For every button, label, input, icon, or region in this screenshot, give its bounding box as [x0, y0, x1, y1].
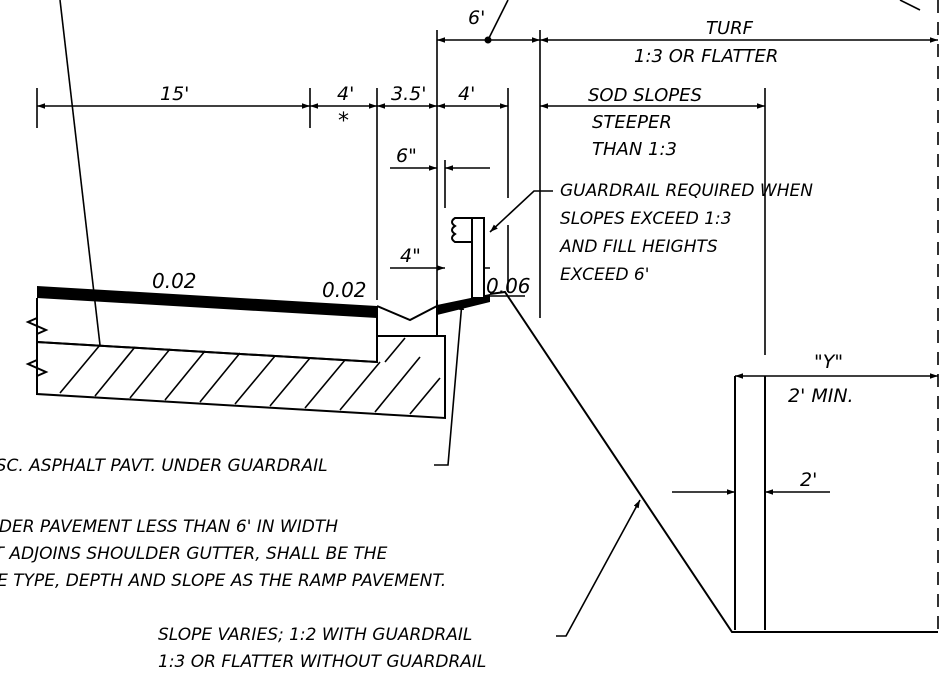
note-guardrail-2: SLOPES EXCEED 1:3 [560, 209, 732, 229]
label-y: "Y" [814, 351, 843, 373]
label-sod-1: SOD SLOPES [588, 85, 702, 106]
label-6in: 6" [396, 145, 417, 167]
label-slope-006: 0.06 [486, 274, 531, 298]
dimension-labels: 6' TURF 1:3 OR FLATTER 15' 4' * 3.5' 4' … [152, 7, 854, 491]
label-turf-slope: 1:3 OR FLATTER [634, 46, 778, 67]
label-3-5ft: 3.5' [391, 83, 426, 105]
label-turf: TURF [706, 18, 754, 39]
label-sod-3: THAN 1:3 [592, 139, 677, 160]
note-shoulder-1: SHOULDER PAVEMENT LESS THAN 6' IN WIDTH [0, 517, 338, 537]
dimension-lines [37, 0, 938, 495]
note-slope-1: SLOPE VARIES; 1:2 WITH GUARDRAIL [158, 625, 472, 645]
label-4in: 4" [400, 245, 421, 267]
label-2ft-min: 2' MIN. [788, 385, 854, 407]
label-15ft: 15' [160, 83, 189, 105]
label-slope-002-b: 0.02 [322, 278, 367, 302]
guardrail-post [451, 217, 485, 299]
label-4ft-b: 4' [458, 83, 475, 105]
label-top-6ft: 6' [468, 7, 485, 29]
note-guardrail-1: GUARDRAIL REQUIRED WHEN [560, 181, 813, 201]
pavement-section [25, 0, 939, 633]
note-guardrail-4: EXCEED 6' [560, 265, 649, 285]
note-shoulder-2: THAT ADJOINS SHOULDER GUTTER, SHALL BE T… [0, 544, 388, 564]
label-asterisk: * [338, 109, 349, 134]
label-4ft-a: 4' [337, 83, 354, 105]
label-slope-002-a: 0.02 [152, 269, 197, 293]
note-shoulder-3: SAME TYPE, DEPTH AND SLOPE AS THE RAMP P… [0, 571, 446, 591]
notes: GUARDRAIL REQUIRED WHEN SLOPES EXCEED 1:… [0, 181, 813, 672]
note-slope-2: 1:3 OR FLATTER WITHOUT GUARDRAIL [158, 652, 486, 672]
label-sod-2: STEEPER [592, 112, 672, 133]
note-guardrail-3: AND FILL HEIGHTS [559, 237, 718, 257]
leader-lines [434, 190, 641, 637]
label-2ft: 2' [800, 469, 817, 491]
note-asphalt: MISC. ASPHALT PAVT. UNDER GUARDRAIL [0, 456, 328, 476]
